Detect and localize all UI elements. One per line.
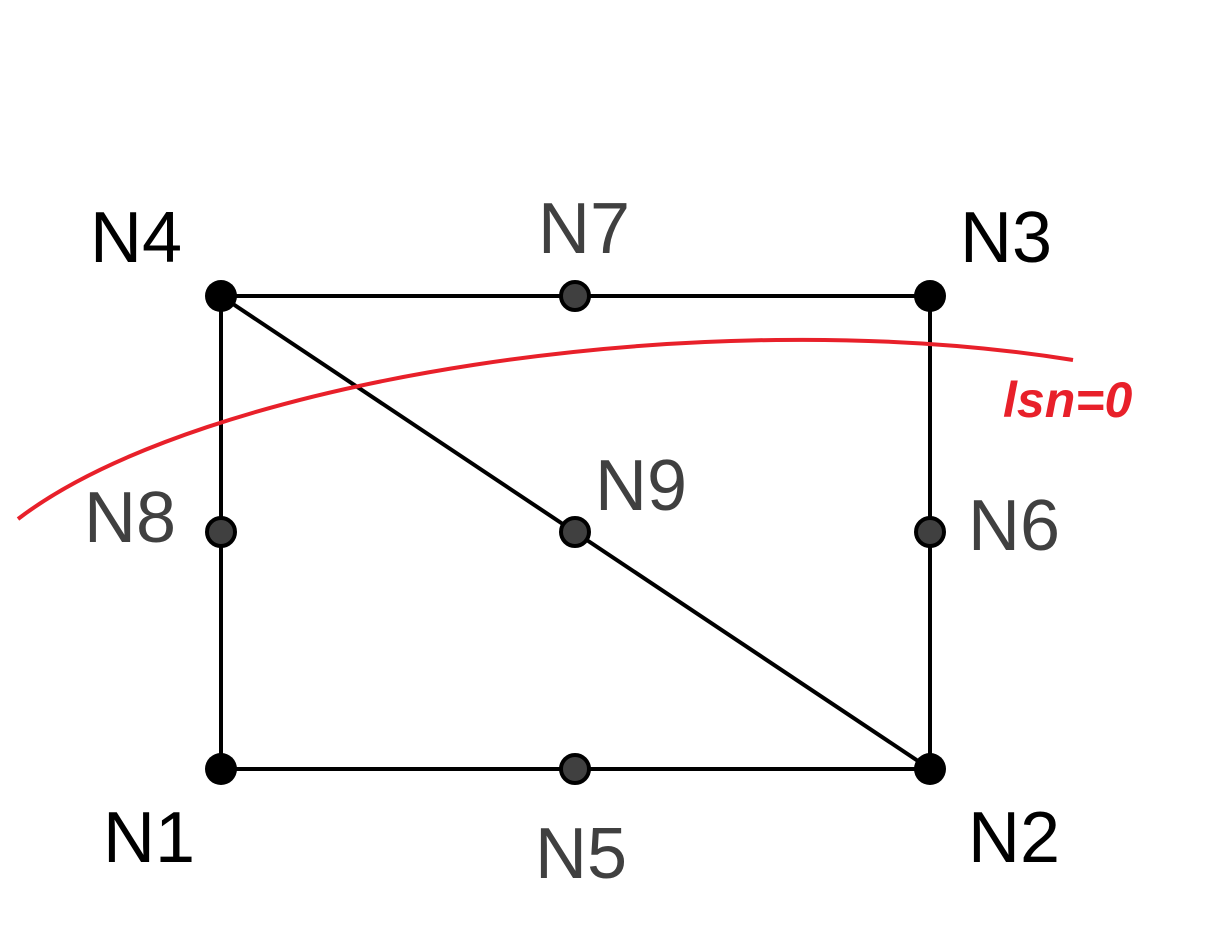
label-n8: N8: [84, 478, 176, 558]
label-n1: N1: [103, 798, 195, 878]
label-n6: N6: [968, 486, 1060, 566]
node-n4: [205, 280, 237, 312]
nodes: [205, 280, 946, 785]
level-set-curve: [16, 337, 1074, 521]
label-n5: N5: [535, 814, 627, 894]
label-n9: N9: [595, 446, 687, 526]
label-n7: N7: [538, 189, 630, 269]
node-n1: [205, 753, 237, 785]
node-n6: [914, 516, 946, 548]
node-n9: [559, 516, 591, 548]
label-n4: N4: [90, 198, 182, 278]
node-n3: [914, 280, 946, 312]
node-n5: [559, 753, 591, 785]
label-n3: N3: [960, 198, 1052, 278]
node-n7: [559, 280, 591, 312]
label-n2: N2: [968, 798, 1060, 878]
level-set-label: lsn=0: [1003, 372, 1132, 428]
node-n8: [205, 516, 237, 548]
labels: N4 N7 N3 N8 N9 N6 N1 N5 N2 lsn=0: [84, 189, 1132, 894]
node-n2: [914, 753, 946, 785]
